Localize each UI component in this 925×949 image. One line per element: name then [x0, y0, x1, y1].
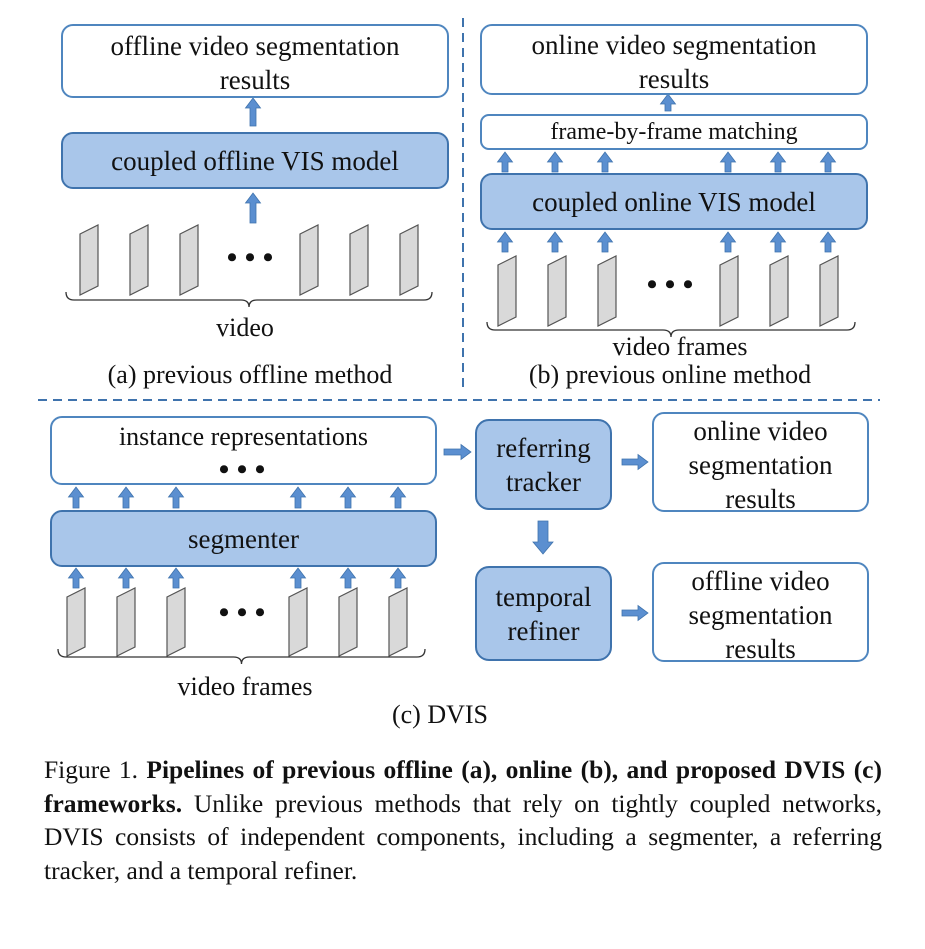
- frame-c-5: [338, 587, 358, 657]
- frame-c-1: [66, 587, 86, 657]
- caption-bold: Pipelines of previous offline (a), onlin…: [44, 755, 882, 818]
- coupled-offline-model-label: coupled offline VIS model: [111, 146, 399, 176]
- video-input-label: video: [216, 313, 274, 342]
- arrow-c-frames-to-seg-2: [117, 567, 135, 589]
- arrow-c-frames-to-seg-5: [339, 567, 357, 589]
- online-results-box-c: online video segmentation results: [652, 412, 869, 514]
- arrow-a-frames-to-model: [244, 192, 262, 224]
- arrow-c-seg-to-repr-1: [67, 486, 85, 509]
- arrow-tracker-to-online: [621, 453, 649, 471]
- frame-a-5: [349, 224, 369, 296]
- frame-c-4: [288, 587, 308, 657]
- instance-representations-label: instance representations: [118, 422, 369, 451]
- frame-b-4: [719, 255, 739, 327]
- ellipsis-b: • • •: [646, 268, 694, 301]
- online-results-label-c: online video segmentation results: [688, 416, 833, 514]
- referring-tracker-label: referring tracker: [496, 433, 591, 497]
- ellipsis-c-repr: • • •: [218, 453, 266, 486]
- offline-results-box-c: offline video segmentation results: [652, 562, 869, 664]
- segmenter-label: segmenter: [188, 524, 299, 554]
- brace-c: [57, 648, 426, 665]
- arrow-b-model-to-matching-1: [496, 151, 514, 173]
- arrow-b-frames-to-model-1: [496, 231, 514, 253]
- arrow-c-seg-to-repr-3: [167, 486, 185, 509]
- arrow-tracker-to-refiner: [532, 520, 554, 555]
- arrow-c-frames-to-seg-1: [67, 567, 85, 589]
- coupled-offline-model-box: coupled offline VIS model: [61, 132, 449, 189]
- arrow-b-matching-to-results: [659, 93, 677, 112]
- arrow-b-frames-to-model-5: [769, 231, 787, 253]
- online-results-box: online video segmentation results: [480, 24, 868, 95]
- video-frames-input-label-c: video frames: [177, 672, 313, 701]
- offline-results-box: offline video segmentation results: [61, 24, 449, 98]
- frame-a-6: [399, 224, 419, 296]
- arrow-b-frames-to-model-3: [596, 231, 614, 253]
- frame-b-2: [547, 255, 567, 327]
- temporal-refiner-label: temporal refiner: [495, 582, 592, 646]
- brace-a: [65, 291, 433, 308]
- arrow-c-frames-to-seg-3: [167, 567, 185, 589]
- video-frames-input-label-b: video frames: [612, 332, 748, 361]
- panel-a-title: (a) previous offline method: [107, 360, 393, 389]
- arrow-c-frames-to-seg-4: [289, 567, 307, 589]
- arrow-c-frames-to-seg-6: [389, 567, 407, 589]
- arrow-c-seg-to-repr-2: [117, 486, 135, 509]
- arrow-b-model-to-matching-6: [819, 151, 837, 173]
- frame-c-6: [388, 587, 408, 657]
- frame-b-1: [497, 255, 517, 327]
- temporal-refiner-box: temporal refiner: [475, 566, 612, 661]
- online-results-label: online video segmentation results: [531, 30, 817, 94]
- frame-b-6: [819, 255, 839, 327]
- arrow-c-seg-to-repr-4: [289, 486, 307, 509]
- frame-a-3: [179, 224, 199, 296]
- caption-rest: Unlike previous methods that rely on tig…: [44, 788, 882, 885]
- arrow-b-model-to-matching-3: [596, 151, 614, 173]
- arrow-b-model-to-matching-5: [769, 151, 787, 173]
- offline-results-label-c: offline video segmentation results: [688, 566, 833, 664]
- arrow-b-frames-to-model-4: [719, 231, 737, 253]
- referring-tracker-box: referring tracker: [475, 419, 612, 510]
- figure-caption: Figure 1. Pipelines of previous offline …: [44, 753, 882, 887]
- arrow-b-model-to-matching-4: [719, 151, 737, 173]
- arrow-refiner-to-offline: [621, 604, 649, 622]
- frame-a-1: [79, 224, 99, 296]
- ellipsis-c-frames: • • •: [218, 596, 266, 629]
- ellipsis-a: • • •: [226, 241, 274, 274]
- segmenter-box: segmenter: [50, 510, 437, 567]
- panel-b-title: (b) previous online method: [528, 360, 812, 389]
- arrow-b-frames-to-model-2: [546, 231, 564, 253]
- arrow-b-frames-to-model-6: [819, 231, 837, 253]
- arrow-repr-to-tracker: [443, 443, 472, 461]
- frame-matching-box: frame-by-frame matching: [480, 114, 868, 150]
- frame-b-5: [769, 255, 789, 327]
- frame-matching-label: frame-by-frame matching: [550, 119, 798, 145]
- frame-c-3: [166, 587, 186, 657]
- brace-b: [486, 321, 856, 338]
- caption-prefix: Figure 1.: [44, 755, 147, 784]
- frame-a-4: [299, 224, 319, 296]
- panel-c-title: (c) DVIS: [391, 700, 489, 729]
- coupled-online-model-label: coupled online VIS model: [532, 187, 816, 217]
- frame-a-2: [129, 224, 149, 296]
- frame-c-2: [116, 587, 136, 657]
- instance-representations-box: instance representations: [50, 416, 437, 485]
- coupled-online-model-box: coupled online VIS model: [480, 173, 868, 230]
- arrow-c-seg-to-repr-5: [339, 486, 357, 509]
- arrow-c-seg-to-repr-6: [389, 486, 407, 509]
- frame-b-3: [597, 255, 617, 327]
- arrow-a-model-to-results: [244, 97, 262, 127]
- arrow-b-model-to-matching-2: [546, 151, 564, 173]
- offline-results-label: offline video segmentation results: [110, 31, 400, 95]
